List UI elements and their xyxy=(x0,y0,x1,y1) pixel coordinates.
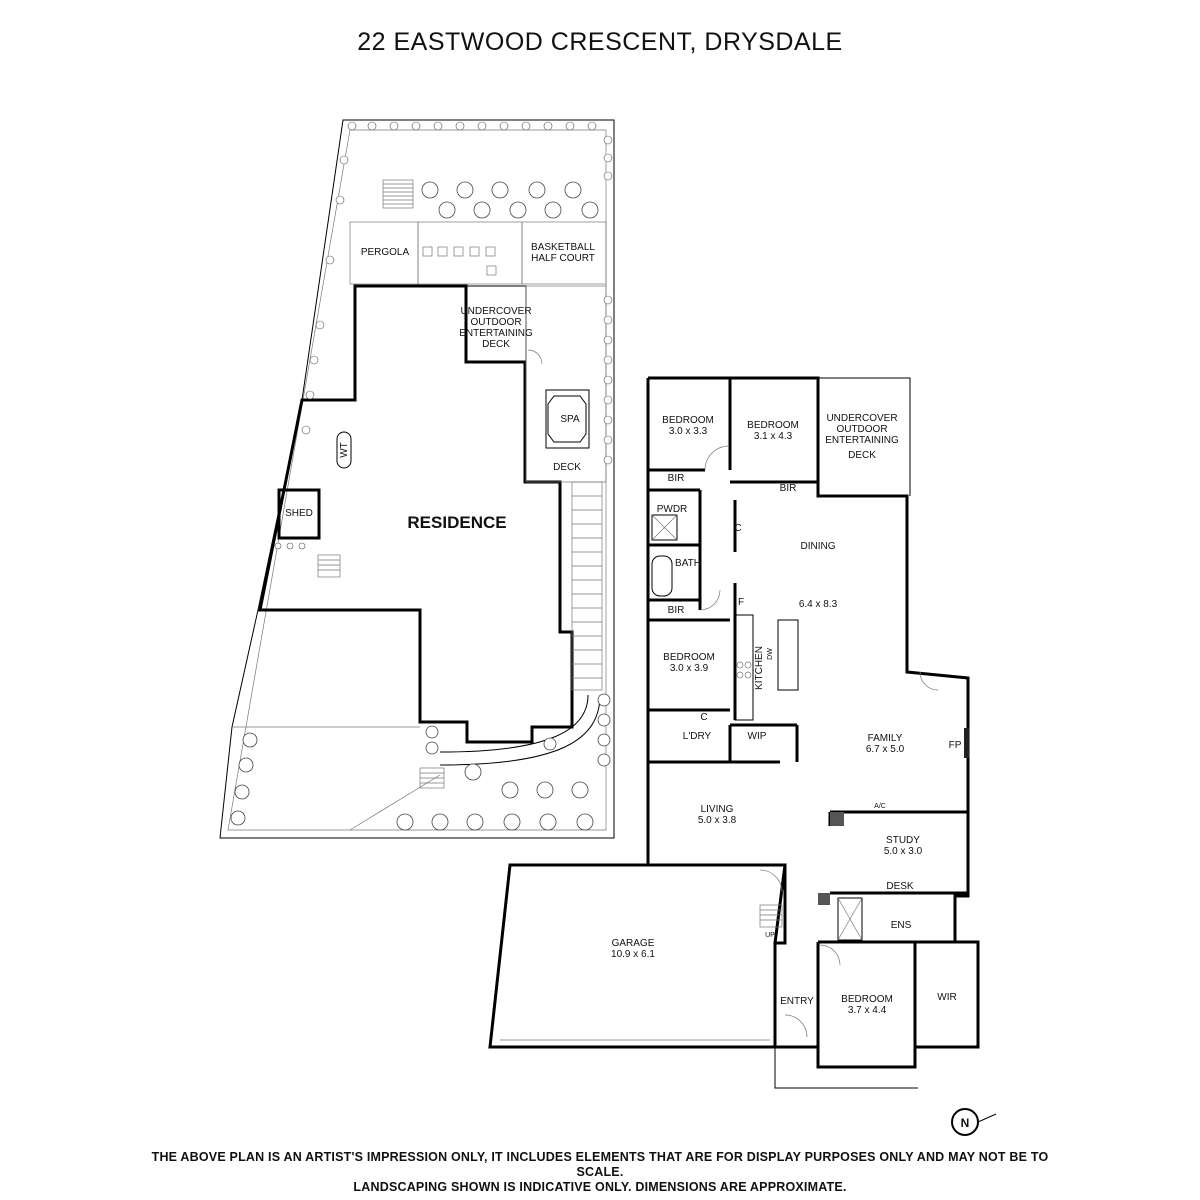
basketball-label: BASKETBALL xyxy=(531,242,595,253)
front-steps xyxy=(419,767,445,789)
garage-dims: 10.9 x 6.1 xyxy=(611,949,655,960)
study-name: STUDY xyxy=(886,835,920,846)
garden-steps xyxy=(382,179,414,209)
pergola-posts xyxy=(422,246,497,276)
column xyxy=(830,812,844,826)
hedge-dots xyxy=(274,121,613,550)
curved-path xyxy=(439,694,601,766)
bedroom3-name: BEDROOM xyxy=(663,652,715,663)
shower xyxy=(651,514,678,541)
bedroom3-dims: 3.0 x 3.9 xyxy=(670,663,709,674)
living-main-dims: 6.4 x 8.3 xyxy=(799,599,838,610)
landscaping-trees xyxy=(230,181,611,831)
spa-label: SPA xyxy=(560,414,580,425)
cupboard1-label: C xyxy=(734,523,741,534)
pwdr-label: PWDR xyxy=(657,504,688,515)
site-deck-label-4: DECK xyxy=(482,339,510,350)
site-deck-label-3: ENTERTAINING xyxy=(459,328,533,339)
bath-tub xyxy=(651,555,673,597)
disclaimer-line-2: LANDSCAPING SHOWN IS INDICATIVE ONLY. DI… xyxy=(353,1180,847,1194)
entry-porch xyxy=(774,1047,918,1089)
bath-label: BATH xyxy=(675,558,701,569)
outdoor-label-2: OUTDOOR xyxy=(836,424,887,435)
column-2 xyxy=(818,893,830,905)
water-tank xyxy=(336,431,352,469)
study-dims: 5.0 x 3.0 xyxy=(884,846,923,857)
ensuite-label: ENS xyxy=(891,920,912,931)
basketball-court xyxy=(521,221,607,285)
residence-label: RESIDENCE xyxy=(407,513,506,532)
deck-door xyxy=(527,349,543,365)
stairs-up-label: UP xyxy=(765,932,775,939)
bir2-label: BIR xyxy=(780,483,797,494)
deck-label: DECK xyxy=(553,462,581,473)
site-boundary xyxy=(219,119,615,839)
dishwasher-label: DW xyxy=(767,648,774,660)
desk-label: DESK xyxy=(886,881,914,892)
north-compass-icon: N xyxy=(951,1108,997,1136)
fireplace xyxy=(964,728,969,758)
bedroom1-dims: 3.0 x 3.3 xyxy=(669,426,708,437)
cooktop xyxy=(736,661,752,679)
curved-path-inner xyxy=(439,694,589,753)
family-dims: 6.7 x 5.0 xyxy=(866,744,905,755)
entry-label: ENTRY xyxy=(780,996,814,1007)
bir1-label: BIR xyxy=(668,473,685,484)
spa-box xyxy=(545,389,590,449)
outdoor-label-3: ENTERTAINING xyxy=(825,435,899,446)
wip-label: WIP xyxy=(748,731,767,742)
shed-label: SHED xyxy=(285,508,313,519)
bedroom4-dims: 3.7 x 4.4 xyxy=(848,1005,887,1016)
door-swings xyxy=(699,445,939,1038)
spa-tub xyxy=(547,395,587,443)
site-deck-label-2: OUTDOOR xyxy=(470,317,521,328)
fridge-label: F xyxy=(738,597,744,608)
half-court-label: HALF COURT xyxy=(531,253,595,264)
garage-stairs xyxy=(759,904,783,928)
pergola-label: PERGOLA xyxy=(361,247,410,258)
living-dims: 5.0 x 3.8 xyxy=(698,815,737,826)
kitchen-bench xyxy=(734,614,754,721)
kitchen-island xyxy=(777,619,799,691)
bedroom1-name: BEDROOM xyxy=(662,415,714,426)
bir3-label: BIR xyxy=(668,605,685,616)
shed xyxy=(277,488,321,540)
garden-bed-line-2 xyxy=(349,774,441,831)
laundry-label: L'DRY xyxy=(683,731,712,742)
compass-label: N xyxy=(961,1116,970,1130)
outer-wall-main xyxy=(646,376,980,1069)
disclaimer-line-1: THE ABOVE PLAN IS AN ARTIST'S IMPRESSION… xyxy=(151,1150,1049,1179)
garage-name: GARAGE xyxy=(612,938,655,949)
kitchen-label: KITCHEN xyxy=(754,646,765,690)
bedroom4-name: BEDROOM xyxy=(841,994,893,1005)
site-plan: RESIDENCE PERGOLA BASKETBALL HALF COURT … xyxy=(219,119,615,839)
interior-walls xyxy=(648,378,968,1047)
deck-area xyxy=(525,285,607,483)
outdoor-deck-outline xyxy=(818,377,911,496)
outdoor-label-1: UNDERCOVER xyxy=(826,413,897,424)
plan-title: 22 EASTWOOD CRESCENT, DRYSDALE xyxy=(357,28,843,56)
ac-label: A/C xyxy=(874,803,886,810)
disclaimer: THE ABOVE PLAN IS AN ARTIST'S IMPRESSION… xyxy=(150,1150,1050,1195)
family-name: FAMILY xyxy=(868,733,903,744)
outdoor-label-4: DECK xyxy=(848,450,876,461)
site-deck-label-1: UNDERCOVER xyxy=(460,306,531,317)
boardwalk xyxy=(571,481,603,691)
cupboard2-label: C xyxy=(700,712,707,723)
water-tank-label: WT xyxy=(339,442,350,458)
wir-label: WIR xyxy=(937,992,956,1003)
site-inner-boundary xyxy=(227,129,607,831)
side-steps xyxy=(317,554,341,578)
house-floor-plan: BEDROOM 3.0 x 3.3 BEDROOM 3.1 x 4.3 UNDE… xyxy=(488,376,980,1089)
dining-label: DINING xyxy=(801,541,836,552)
bedroom2-dims: 3.1 x 4.3 xyxy=(754,431,793,442)
garage-outline xyxy=(488,863,787,1049)
bedroom2-name: BEDROOM xyxy=(747,420,799,431)
ensuite-shower xyxy=(837,897,863,941)
fireplace-label: FP xyxy=(949,740,962,751)
living-name: LIVING xyxy=(701,804,734,815)
